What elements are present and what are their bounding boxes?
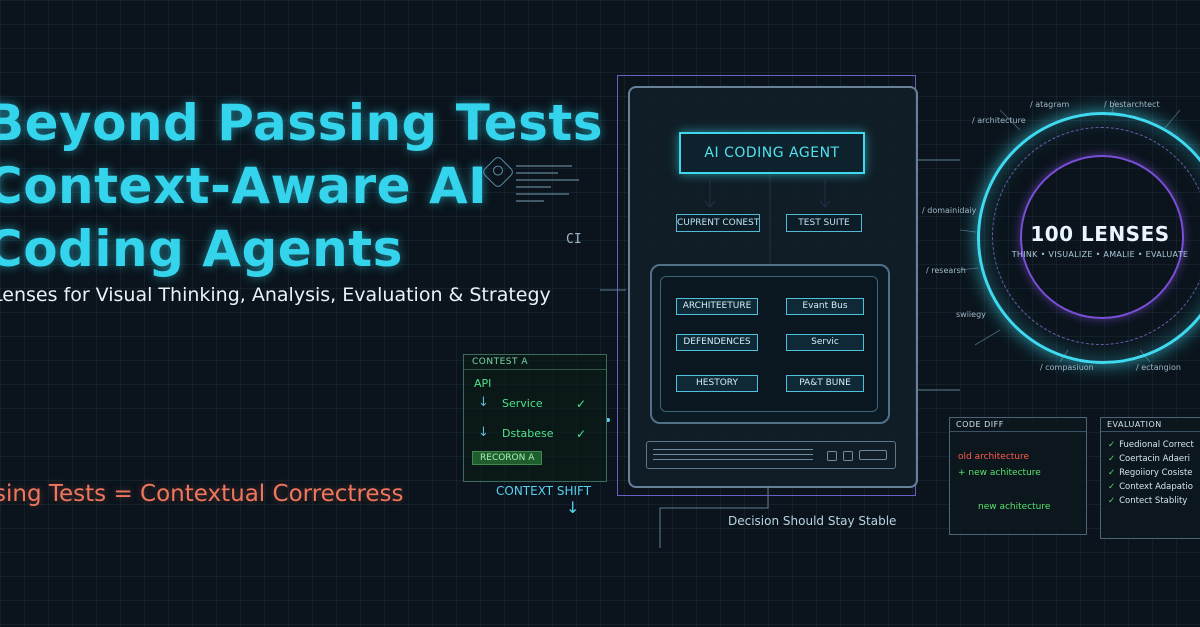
code-lines-decoration (516, 160, 586, 207)
context-api-label: API (474, 377, 492, 390)
context-database-label: Dstabese (502, 427, 554, 440)
node-architecture: ARCHITEETURE (676, 298, 758, 315)
lens-ring-outer (977, 112, 1200, 364)
drive-slot (653, 449, 813, 450)
code-diff-title: CODE DIFF (950, 418, 1086, 432)
context-shift-label: CONTEXT SHIFT (496, 484, 592, 498)
headline-tagline: sing Tests = Contextual Correctress (0, 481, 404, 507)
ray-label-bestarchitect: / bestarchtect (1104, 100, 1160, 109)
check-icon: ✓ (576, 427, 587, 441)
evaluation-item: ✓Fuedional Correct (1108, 440, 1194, 450)
drive-led (827, 451, 837, 461)
lens-subtitle: THINK • VISUALIZE • AMALIE • EVALUATE (1011, 250, 1189, 259)
decision-caption: Decision Should Stay Stable (728, 514, 897, 528)
ray-label-ectangion: / ectangion (1136, 363, 1181, 372)
ray-label-architecture: / architecture (972, 116, 1026, 125)
drive-slot (653, 459, 813, 460)
headline-title: Beyond Passing Tests Context-Aware AI Co… (0, 92, 604, 281)
check-icon: ✓ (576, 397, 587, 411)
evaluation-item: ✓Regoiiory Cosiste (1108, 468, 1193, 478)
check-icon: ✓ (1108, 454, 1116, 464)
context-a-panel: CONTEST A API ↓ Service ✓ ↓ Dstabese ✓ R… (463, 354, 607, 482)
ray-label-composition: / compasiuon (1040, 363, 1094, 372)
ai-coding-agent-box: AI CODING AGENT (679, 132, 865, 174)
headline-line-3: Coding Agents (0, 220, 403, 278)
down-arrow-icon: ↓ (478, 425, 489, 440)
ray-label-strategy: swiiegy (956, 310, 986, 319)
test-suite-box: TEST SUITE (786, 214, 862, 232)
check-icon: ✓ (1108, 468, 1116, 478)
headline-subtitle: Lenses for Visual Thinking, Analysis, Ev… (0, 284, 551, 306)
node-event-bus: Evant Bus (786, 298, 864, 315)
context-service-label: Service (502, 397, 543, 410)
diff-new-line: + new achitecture (958, 468, 1041, 478)
drive-led (843, 451, 853, 461)
evaluation-panel: EVALUATION ✓Fuedional Correct ✓Coertacin… (1100, 417, 1200, 539)
check-icon: ✓ (1108, 496, 1116, 506)
headline-line-1: Beyond Passing Tests (0, 94, 604, 152)
node-service: Servic (786, 334, 864, 351)
context-a-title: CONTEST A (464, 355, 606, 370)
evaluation-item: ✓Context Adapatio (1108, 482, 1193, 492)
lens-ring-inner (1020, 155, 1184, 319)
check-icon: ✓ (1108, 482, 1116, 492)
node-dependencies: DEFENDENCES (676, 334, 758, 351)
ray-label-research: / researsh (926, 266, 966, 275)
down-arrow-icon: ↓ (478, 395, 489, 410)
down-arrow-icon: ↓ (566, 498, 580, 517)
evaluation-item: ✓Coertacin Adaeri (1108, 454, 1191, 464)
headline-line-2: Context-Aware AI (0, 157, 488, 215)
code-diff-panel: CODE DIFF old architecture + new achitec… (949, 417, 1087, 535)
evaluation-title: EVALUATION (1101, 418, 1200, 432)
ray-label-diagram: / atagram (1030, 100, 1070, 109)
ci-label: CI (566, 232, 582, 247)
check-icon: ✓ (1108, 440, 1116, 450)
drive-bay (646, 441, 896, 469)
node-part-bune: PA&T BUNE (786, 375, 864, 392)
ray-label-domain: / domainidaiy (922, 206, 977, 215)
diff-old-line: old architecture (958, 452, 1030, 462)
drive-indicator (859, 450, 887, 460)
diff-new-line: new achitecture (978, 502, 1051, 512)
lens-count: 100 LENSES (1030, 222, 1170, 246)
drive-slot (653, 454, 813, 455)
evaluation-item: ✓Contect Stablity (1108, 496, 1188, 506)
recorded-badge: RECORON A (472, 451, 543, 465)
node-history: HESTORY (676, 375, 758, 392)
lens-ring-dashed (992, 127, 1200, 345)
current-context-box: CUPRENT CONEST (676, 214, 760, 232)
